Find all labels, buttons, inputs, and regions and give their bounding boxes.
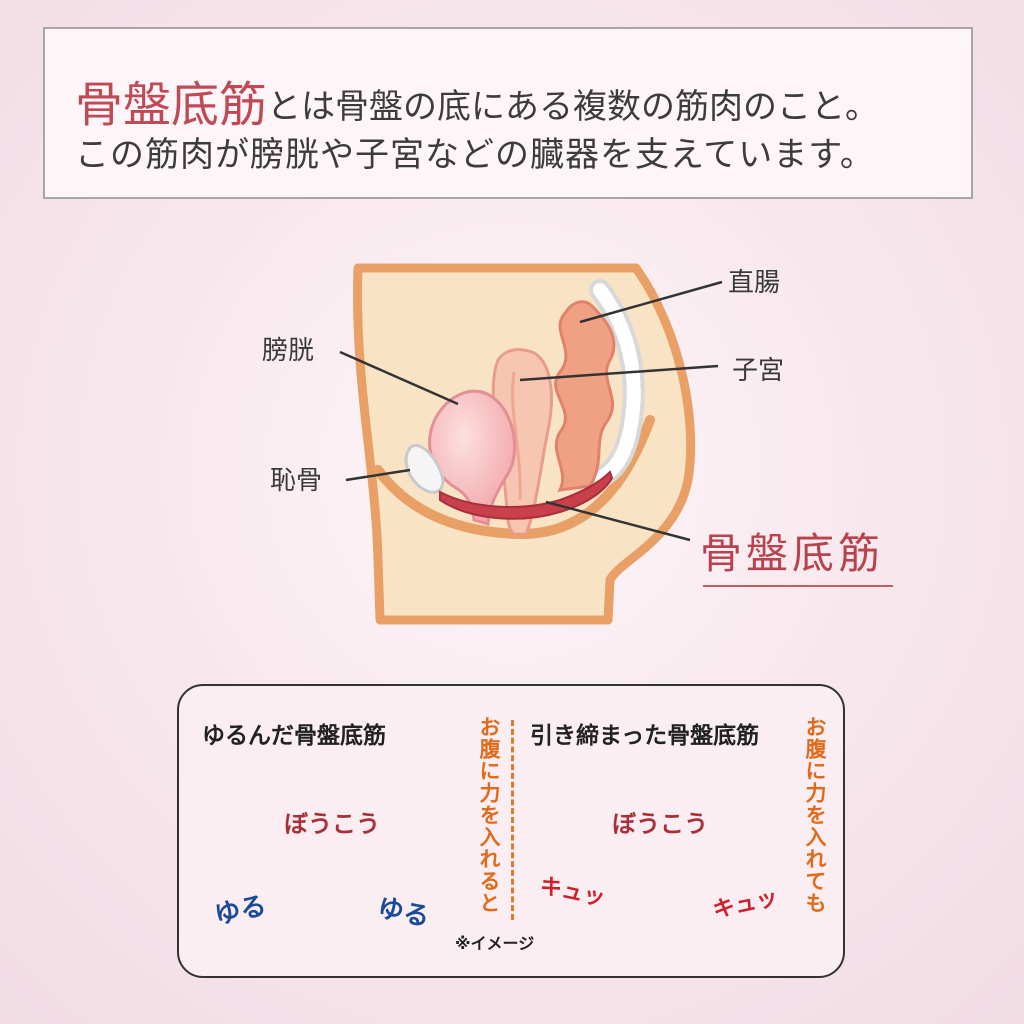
label-underline — [703, 585, 893, 587]
label-pubic-bone: 恥骨 — [270, 466, 323, 496]
leader-rectum — [579, 280, 723, 324]
leader-uterus — [519, 364, 719, 382]
tight-organ-label: ぼうこう — [612, 810, 708, 838]
comparison-divider — [511, 720, 514, 920]
label-bladder: 膀胱 — [262, 336, 315, 366]
loose-side-text: お腹に力を入れると — [477, 716, 501, 914]
image-note: ※イメージ — [455, 934, 535, 953]
label-pelvic-floor: 骨盤底筋 — [700, 529, 885, 578]
intro-line-1: 骨盤底筋とは骨盤の底にある複数の筋肉のこと。 — [75, 65, 879, 135]
intro-line-1-rest: とは骨盤の底にある複数の筋肉のこと。 — [267, 87, 880, 127]
loose-organ-label: ぼうこう — [284, 810, 380, 838]
tight-side-text: お腹に力を入れても — [803, 716, 827, 914]
intro-box: 骨盤底筋とは骨盤の底にある複数の筋肉のこと。 この筋肉が膀胱や子宮などの臓器を支… — [43, 27, 973, 199]
label-uterus: 子宮 — [732, 356, 785, 386]
label-rectum: 直腸 — [728, 268, 781, 298]
leader-pubic-bone — [345, 468, 411, 482]
leader-bladder — [339, 350, 459, 406]
tight-title: 引き締まった骨盤底筋 — [530, 723, 760, 749]
loose-title: ゆるんだ骨盤底筋 — [202, 723, 386, 749]
intro-line-2: この筋肉が膀胱や子宮などの臓器を支えています。 — [75, 135, 875, 175]
leader-pelvic-floor — [545, 500, 691, 542]
intro-term: 骨盤底筋 — [75, 77, 268, 133]
